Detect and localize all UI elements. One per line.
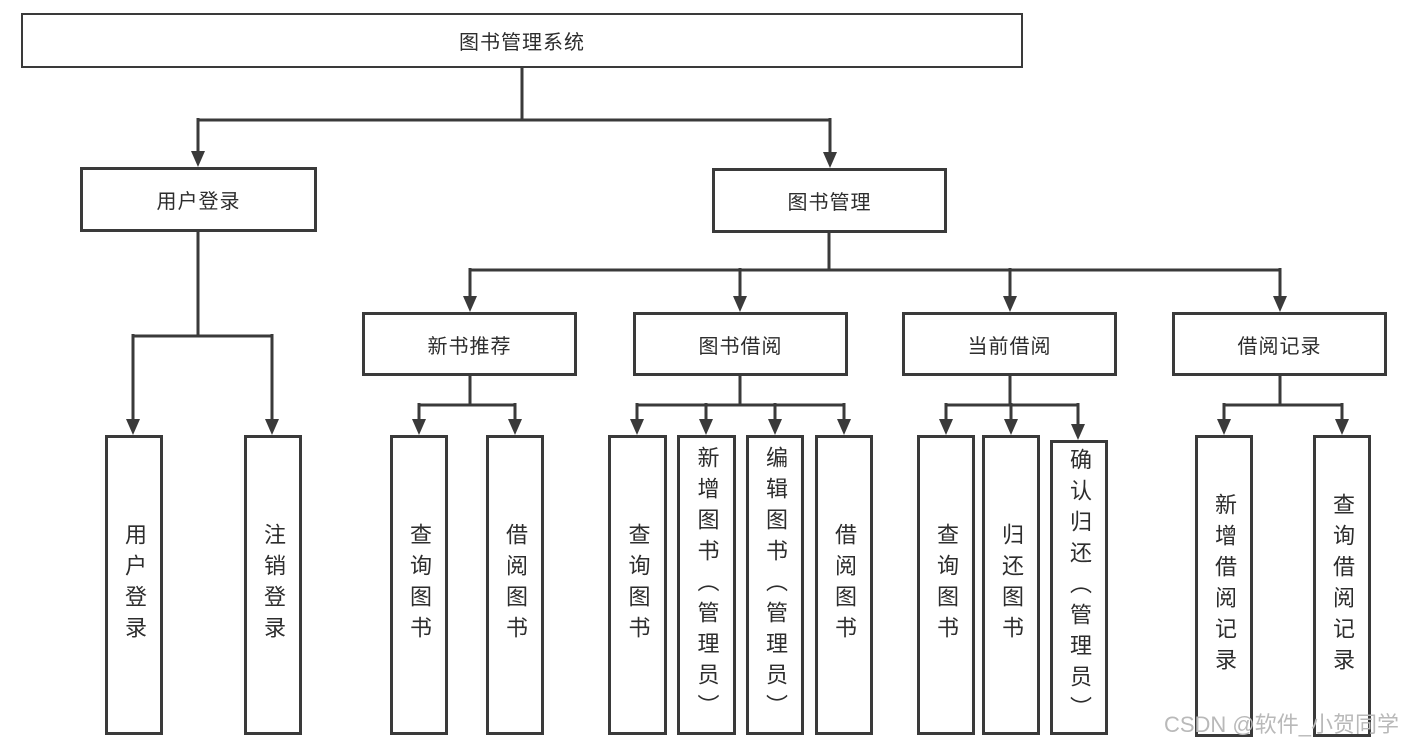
- node-borrowing-records: 借阅记录: [1172, 312, 1387, 376]
- edge-borrowing-to-leaves: [630, 375, 851, 435]
- node-label: 用户登录: [156, 191, 241, 213]
- edge-management-to-level3: [463, 232, 1287, 312]
- node-label: 归还图书: [999, 523, 1024, 647]
- edge-newbook-to-leaves: [412, 375, 522, 435]
- node-user-login: 用户登录: [80, 167, 317, 232]
- leaf-query-books-borrowing: 查询图书: [608, 435, 667, 735]
- leaf-query-books-current: 查询图书: [917, 435, 975, 735]
- edge-current-to-leaves: [939, 375, 1085, 440]
- node-label: 新书推荐: [427, 335, 512, 358]
- node-label: 查询图书: [625, 523, 651, 647]
- edge-records-to-leaves: [1217, 375, 1349, 435]
- node-label: 新增图书（管理员）: [694, 445, 720, 725]
- node-label: 图书管理系统: [459, 32, 585, 54]
- node-book-management: 图书管理: [712, 168, 947, 233]
- node-label: 编辑图书（管理员）: [763, 445, 788, 725]
- node-label: 当前借阅: [967, 335, 1052, 358]
- csdn-watermark: CSDN @软件_小贺同学: [1163, 712, 1399, 737]
- node-label: 借阅图书: [832, 523, 857, 647]
- leaf-user-login: 用户登录: [105, 435, 163, 735]
- node-current-borrowing: 当前借阅: [902, 312, 1117, 376]
- node-label: 图书管理: [787, 192, 872, 214]
- node-label: 图书借阅: [698, 335, 783, 358]
- node-label: 查询图书: [934, 523, 959, 647]
- node-label: 用户登录: [122, 523, 147, 647]
- node-library-management-system: 图书管理系统: [21, 13, 1023, 68]
- leaf-borrow-books-newbook: 借阅图书: [486, 435, 544, 735]
- leaf-return-books: 归还图书: [982, 435, 1040, 735]
- leaf-borrow-books-borrowing: 借阅图书: [815, 435, 873, 735]
- edge-root-to-level2: [191, 67, 837, 168]
- node-new-book-recommend: 新书推荐: [362, 312, 577, 376]
- node-label: 新增借阅记录: [1212, 493, 1237, 679]
- leaf-add-borrow-record: 新增借阅记录: [1195, 435, 1253, 737]
- leaf-add-books-admin: 新增图书（管理员）: [677, 435, 736, 735]
- node-label: 查询借阅记录: [1330, 493, 1355, 679]
- node-book-borrowing: 图书借阅: [633, 312, 848, 376]
- leaf-logout: 注销登录: [244, 435, 302, 735]
- leaf-confirm-return-admin: 确认归还（管理员）: [1050, 440, 1108, 735]
- leaf-query-borrow-record: 查询借阅记录: [1313, 435, 1371, 737]
- node-label: 借阅图书: [503, 523, 528, 647]
- leaf-query-books-newbook: 查询图书: [390, 435, 448, 735]
- leaf-edit-books-admin: 编辑图书（管理员）: [746, 435, 804, 735]
- node-label: 注销登录: [261, 523, 286, 647]
- node-label: 确认归还（管理员）: [1067, 448, 1092, 727]
- node-label: 借阅记录: [1237, 335, 1322, 358]
- edge-login-to-leaves: [126, 231, 279, 435]
- node-label: 查询图书: [407, 523, 432, 647]
